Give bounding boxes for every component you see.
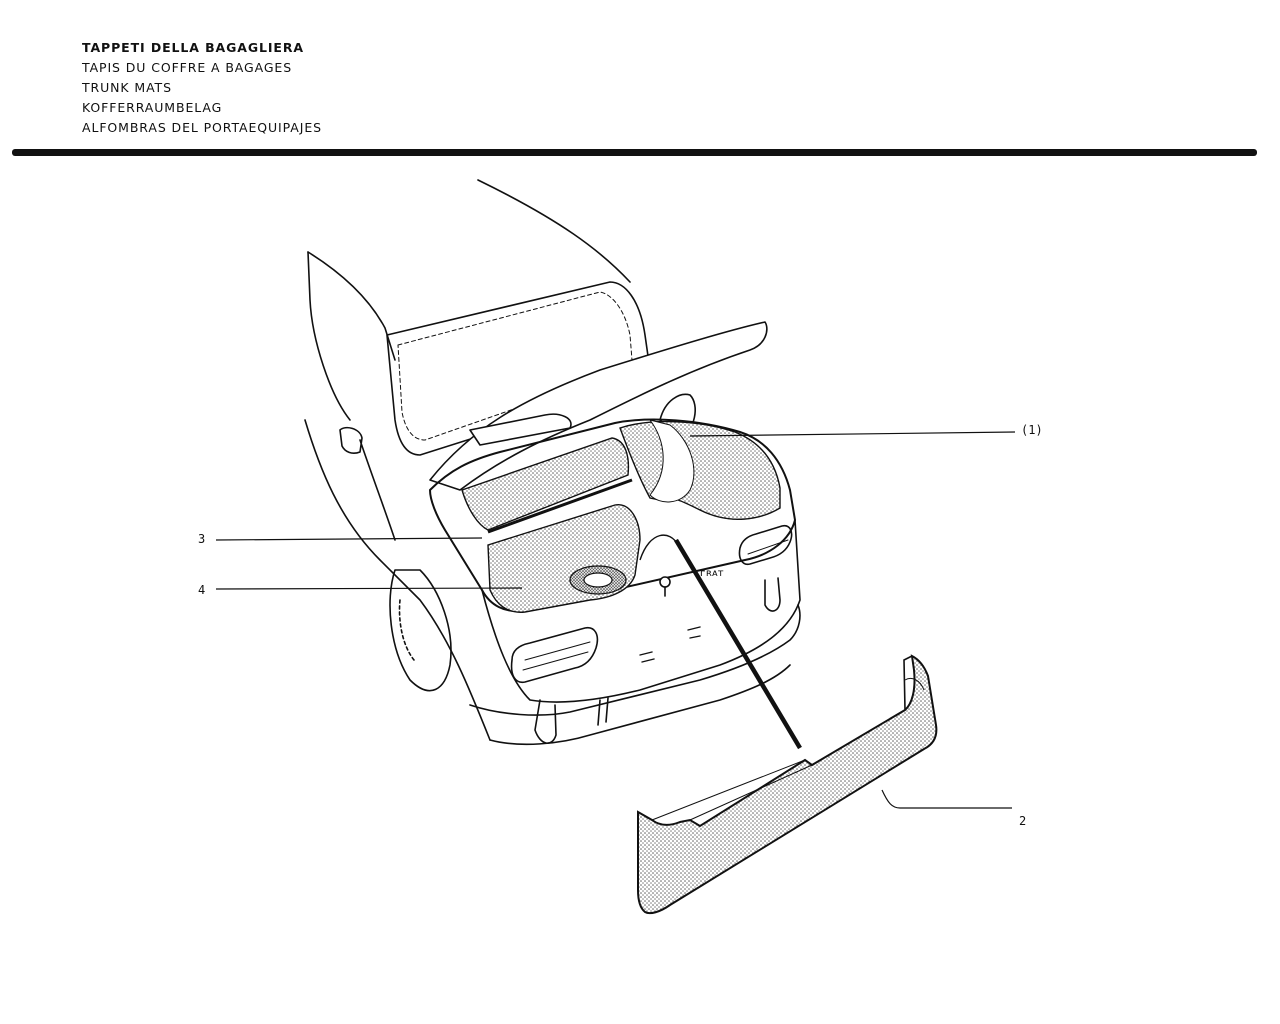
leader-3: [215, 537, 483, 541]
rear-badge: [639, 626, 701, 663]
side-panel: [304, 419, 491, 741]
rear-panel: [481, 519, 801, 703]
title-french: TAPIS DU COFFRE A BAGAGES: [82, 60, 293, 75]
title-german: KOFFERRAUMBELAG: [82, 100, 223, 115]
callout-leaders: [215, 431, 1016, 809]
header-divider: [12, 149, 1257, 156]
roof-rear-edge: [307, 251, 396, 361]
spare-wheel: [569, 565, 627, 595]
trunk-lock: [659, 576, 671, 588]
tail-light-left: [510, 626, 599, 684]
callout-label-3: 3: [198, 532, 206, 546]
roof-line: [477, 179, 631, 283]
callout-label-4: 4: [198, 583, 206, 597]
door-handle: [339, 426, 363, 454]
rear-wheel: [389, 569, 452, 692]
rear-bumper: [469, 604, 801, 716]
rear-valance-mat: [637, 654, 938, 915]
tail-light-right: [738, 524, 793, 566]
title-english: TRUNK MATS: [82, 80, 172, 95]
leader-1: [689, 431, 1016, 437]
bumper-guard-right: [764, 577, 781, 612]
seat-back-mat: [461, 437, 630, 531]
strap: [639, 534, 679, 561]
title-italian: TAPPETI DELLA BAGAGLIERA: [82, 40, 304, 55]
model-script-badge: ᴦʀᴀᴛ: [700, 568, 724, 579]
callout-label-1: (1): [1021, 423, 1043, 437]
leader-4: [215, 587, 523, 590]
bumper-guard-left: [534, 699, 557, 744]
title-spanish: ALFOMBRAS DEL PORTAEQUIPAJES: [82, 120, 322, 135]
exploded-view-arrow: [674, 538, 802, 750]
leader-2: [881, 789, 1012, 809]
page-title-block: TAPPETI DELLA BAGAGLIERA TAPIS DU COFFRE…: [82, 38, 322, 138]
callout-label-2: 2: [1019, 814, 1027, 828]
